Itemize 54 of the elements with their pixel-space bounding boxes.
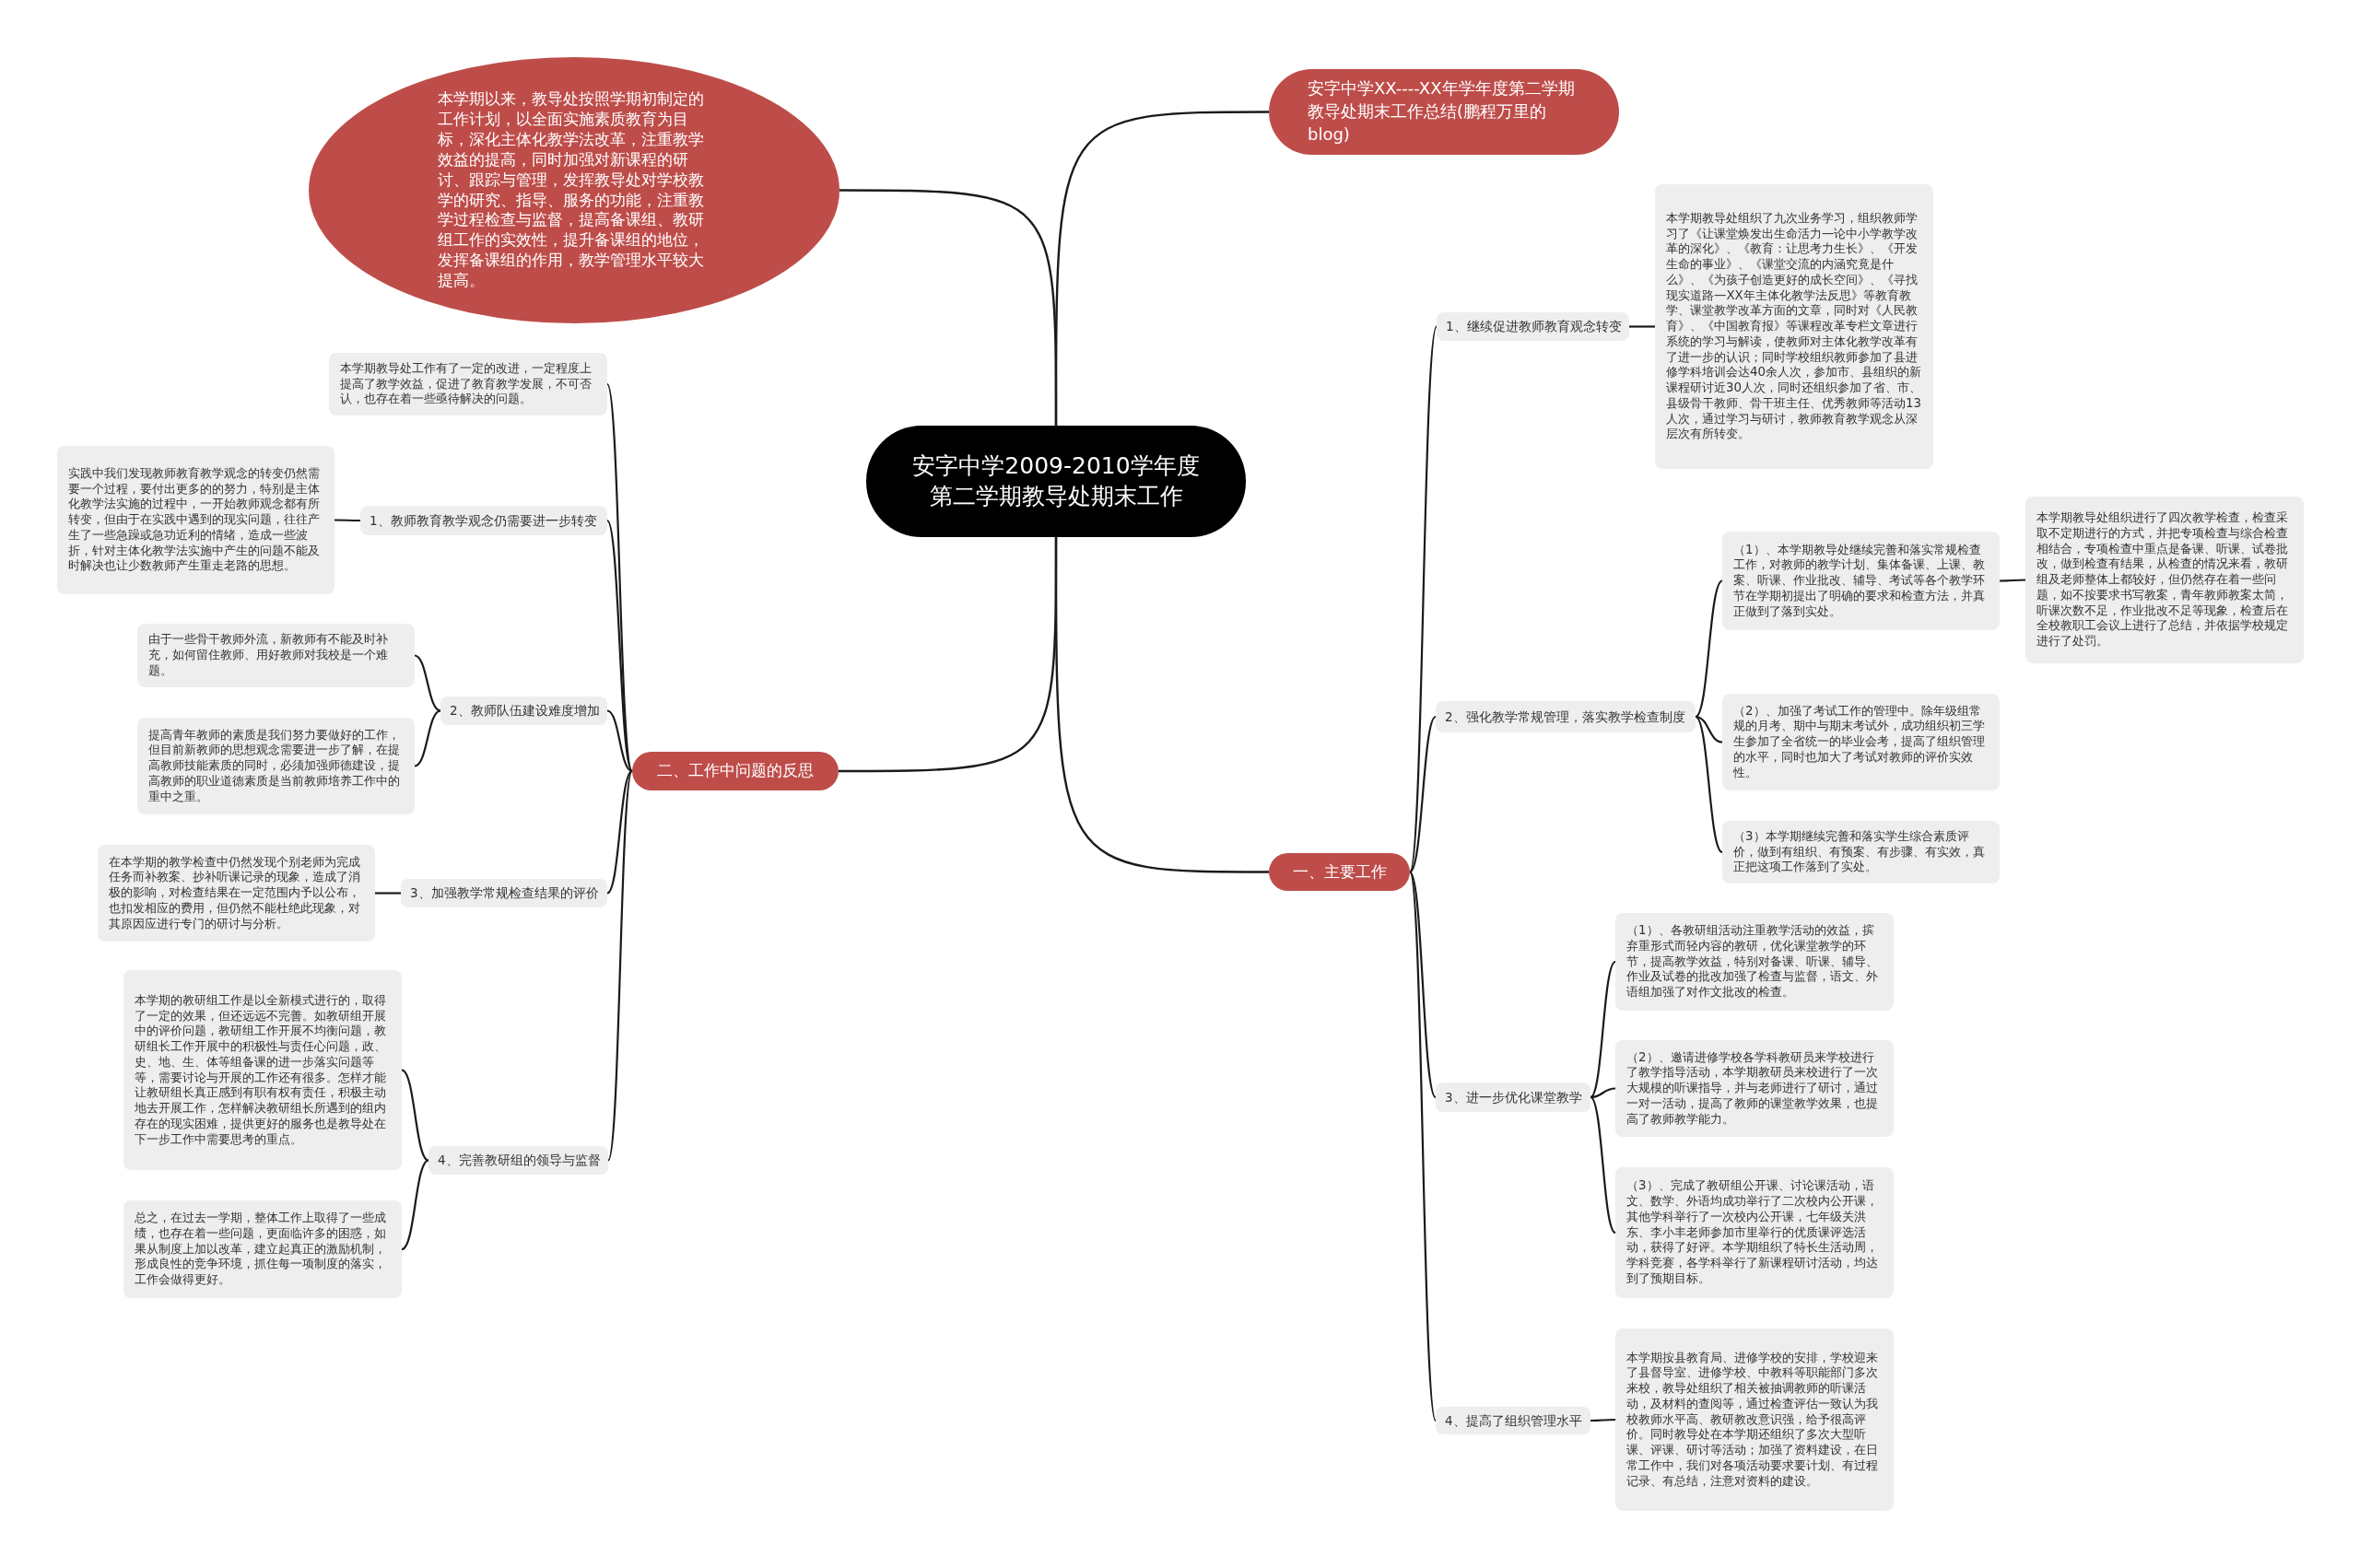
summary-bubble: 本学期以来，教导处按照学期初制定的工作计划，以全面实施素质教育为目标，深化主体化教学法改革，注重教学效益的提高，同时加强对新课程的研讨、跟踪与管理，发挥教导处对学校教学的研究、指导、服务的功能，注重教学过程检查与监督，提高备课组、教研组工作的实效性，提升备课组的地位，发挥备课组的作用，教学管理水平较大提高。 xyxy=(309,57,839,323)
text-box: （2）、加强了考试工作的管理中。除年级组常规的月考、期中与期末考试外，成功组织初三学生参加了全省统一的毕业会考，提高了组织管理的水平，同时也加大了考试对教师的评价实效性。 xyxy=(1722,694,2000,790)
connector xyxy=(1590,961,1616,1098)
connector xyxy=(1695,579,1723,718)
topic-box: 2、教师队伍建设难度增加 xyxy=(440,696,607,725)
connector xyxy=(2000,579,2025,582)
text-box: 在本学期的教学检查中仍然发现个别老师为完成任务而补教案、抄补听课记录的现象，造成了消极的影响，对检查结果在一定范围内予以公布，也扣发相应的费用，但仍然不能杜绝此现象，对其原因应进行专门的研讨与分析。 xyxy=(98,845,375,942)
topic-box: 2、强化教学常规管理，落实教学检查制度 xyxy=(1436,701,1696,732)
connector xyxy=(414,654,441,712)
connector xyxy=(606,709,633,772)
connector xyxy=(1054,537,1269,873)
title-pill: 安字中学XX----XX年学年度第二学期教导处期末工作总结(鹏程万里的blog) xyxy=(1269,69,1619,155)
connector xyxy=(1695,715,1723,743)
text-box: （2）、邀请进修学校各学科教研员来学校进行了教学指导活动，本学期教研员来校进行了一次大规模的听课指导，并与老师进行了研讨，通过一对一活动，提高了教师的课堂教学效果，也提高了教师教学能力。 xyxy=(1615,1040,1894,1137)
connector xyxy=(606,520,633,772)
connector xyxy=(414,709,441,767)
text-box: （3）本学期继续完善和落实学生综合素质评价，做到有组织、有预案、有步骤、有实效，真正把这项工作落到了实处。 xyxy=(1722,821,2000,883)
text-box: 本学期教导处工作有了一定的改进，一定程度上提高了教学效益，促进了教育教学发展，不可否认，也存在着一些亟待解决的问题。 xyxy=(329,353,607,415)
connector xyxy=(1054,111,1269,426)
topic-box: 4、提高了组织管理水平 xyxy=(1436,1407,1590,1434)
connector xyxy=(1409,871,1437,1098)
topic-box: 1、教师教育教学观念仍需要进一步转变 xyxy=(360,506,607,535)
connector xyxy=(606,770,634,1161)
connector xyxy=(1590,1418,1615,1422)
connector xyxy=(401,1159,429,1250)
text-box: （1）、本学期教导处继续完善和落实常规检查工作，对教师的教学计划、集体备课、上课、教案、听课、作业批改、辅导、考试等各个教学环节在学期初提出了明确的要求和检查方法，并真正做到了落到实处。 xyxy=(1722,532,2000,630)
connector xyxy=(1590,1096,1616,1234)
connector xyxy=(1409,716,1437,873)
text-box: 本学期教导处组织了九次业务学习，组织教师学习了《让课堂焕发出生命活力—论中小学教学改革的深化》、《教育：让思考力生长》、《开发生命的事业》、《课堂交流的内涵究竟是什么》、《为孩子创造更好的成长空间》、《寻找现实道路—XX年主体化教学法反思》等教育教学、课堂教学改革方面的文章，同时对《人民教育》、《中国教育报》等课程改革专栏文章进行系统的学习与解读，使教师对主体化教学改革有了进一步的认识；同时学校组织教师参加了县进修学科培训会达40余人次，参加市、县组织的新课程研讨近30人次，同时还组织参加了省、市、县级骨干教师、骨干班主任、优秀教师等活动13人次，通过学习与研讨，教师教育教学观念从深层次有所转变。 xyxy=(1655,184,1933,469)
branch-pill: 二、工作中问题的反思 xyxy=(632,752,839,790)
topic-box: 3、进一步优化课堂教学 xyxy=(1436,1082,1590,1112)
text-box: 实践中我们发现教师教育教学观念的转变仍然需要一个过程，要付出更多的的努力，特别是主体化教学法实施的过程中，一开始教师观念都有所转变，但由于在实践中遇到的现实问题，往往产生了一些急躁或急功近利的情绪，造成一些波折，针对主体化教学法实施中产生的问题不能及时解决也让少数教师产生重走老路的思想。 xyxy=(57,446,334,594)
topic-box: 3、加强教学常规检查结果的评价 xyxy=(401,879,607,907)
text-box: 由于一些骨干教师外流，新教师有不能及时补充，如何留住教师、用好教师对我校是一个难题。 xyxy=(137,624,415,687)
topic-box: 1、继续促进教师教育观念转变 xyxy=(1437,312,1629,341)
connector xyxy=(1408,326,1438,872)
connector xyxy=(606,770,633,895)
connector xyxy=(1590,1087,1616,1099)
text-box: 提高青年教师的素质是我们努力要做好的工作，但目前新教师的思想观念需要进一步了解，在提高教师技能素质的同时，必须加强师德建设，提高教师的职业道德素质是当前教师培养工作中的重中之重。 xyxy=(137,718,415,814)
connector xyxy=(1629,325,1655,328)
text-box: 本学期按县教育局、进修学校的安排，学校迎来了县督导室、进修学校、中教科等职能部门多次来校，教导处组织了相关被抽调教师的听课活动，及材料的查阅等，通过检查评估一致认为我校教师水平高、教研教改意识强，给予很高评价。同时教导处在本学期还组织了多次大型听课、评课、研讨等活动；加强了资料建设，在日常工作中，我们对各项活动要求要计划、有过程记录、有总结，注意对资料的建设。 xyxy=(1615,1328,1894,1511)
connector xyxy=(1408,872,1438,1422)
connector xyxy=(334,519,360,522)
text-box: 本学期教导处组织进行了四次教学检查，检查采取不定期进行的方式，并把专项检查与综合检查相结合，专项检查中重点是备课、听课、试卷批改，做到检查有结果，从检查的情况来看，教研组及老师整体上都较好，但仍然存在着一些问题，如不按要求书写教案，青年教师教案太简，听课次数不足，作业批改不足等现象，检查后在全校教职工会议上进行了总结，并依据学校规定进行了处罚。 xyxy=(2025,497,2304,663)
topic-box: 4、完善教研组的领导与监督 xyxy=(428,1146,608,1175)
text-box: （3）、完成了教研组公开课、讨论课活动，语文、数学、外语均成功举行了二次校内公开课，其他学科举行了一次校内公开课，七年级关洪东、李小丰老师参加市里举行的优质课评选活动，获得了好评。本学期组织了特长生活动周，学科竞赛，各学科举行了新课程研讨活动，均达到了预期目标。 xyxy=(1615,1167,1894,1298)
connector xyxy=(375,892,401,895)
text-box: 本学期的教研组工作是以全新模式进行的，取得了一定的效果，但还远远不完善。如教研组开展中的评价问题，教研组工作开展不均衡问题，教研组长工作开展中的积极性与责任心问题，政、史、地、生、体等组备课的进一步落实问题等等，需要讨论与开展的工作还有很多。怎样才能让教研组长真正感到有职有权有责任，积极主动地去开展工作，怎样解决教研组长所遇到的组内存在的现实困难，提供更好的服务也是教导处在下一步工作中需要思考的重点。 xyxy=(123,970,402,1170)
branch-pill: 一、主要工作 xyxy=(1269,853,1410,891)
root-topic: 安字中学2009-2010学年度第二学期教导处期末工作 xyxy=(866,426,1246,537)
connector xyxy=(401,1069,429,1162)
connector xyxy=(1695,716,1723,853)
text-box: 总之，在过去一学期，整体工作上取得了一些成绩，也存在着一些问题，更面临许多的困惑，如果从制度上加以改革，建立起真正的激励机制，形成良性的竞争环境，抓住每一项制度的落实，工作会做得更好。 xyxy=(123,1200,402,1298)
text-box: （1）、各教研组活动注重教学活动的效益，摈弃重形式而轻内容的教研，优化课堂教学的环节，提高教学效益，特别对备课、听课、辅导、作业及试卷的批改加强了检查与监督，语文、外语组加强了对作文批改的检查。 xyxy=(1615,913,1894,1011)
